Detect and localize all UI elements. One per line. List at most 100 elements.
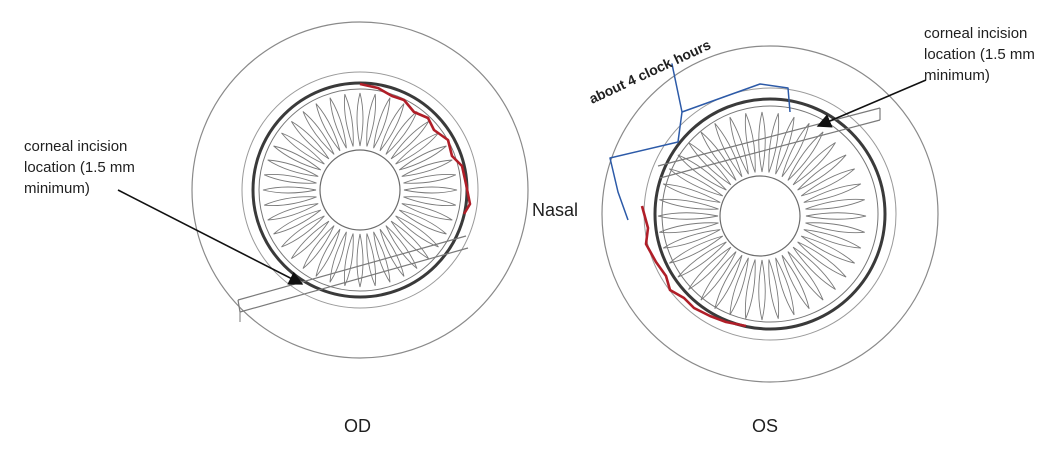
iris-petal — [281, 215, 325, 248]
iris-petal — [291, 220, 330, 259]
od-incision-label: corneal incision location (1.5 mm minimu… — [24, 138, 139, 197]
od-incision-line-3: minimum) — [24, 180, 90, 197]
iris-petal — [657, 212, 719, 220]
iris-petal — [662, 183, 721, 203]
iris-petal — [273, 209, 322, 235]
iris-petal — [677, 154, 727, 191]
os-incision-line-2: location (1.5 mm — [924, 46, 1035, 63]
os-cornea-inner — [661, 105, 879, 323]
iris-petal — [805, 212, 867, 220]
nasal-label: Nasal — [532, 200, 578, 220]
iris-petal — [800, 168, 855, 197]
iris-petal — [366, 94, 377, 147]
iris-petal — [744, 259, 756, 319]
iris-petal — [781, 123, 810, 178]
od-sclera-outer — [191, 21, 529, 359]
iris-petal — [385, 225, 418, 269]
iris-petal — [775, 257, 795, 316]
iris-petal — [677, 241, 727, 278]
eye-os: corneal incision location (1.5 mm minimu… — [601, 25, 1039, 436]
iris-petal — [792, 142, 836, 186]
iris-petal — [688, 246, 732, 290]
iris-petal — [787, 251, 824, 301]
iris-petal — [395, 215, 439, 248]
iris-petal — [356, 92, 364, 147]
iris-petal — [662, 229, 721, 249]
iris-petal — [768, 259, 780, 319]
eye-od: corneal incision location (1.5 mm minimu… — [24, 21, 529, 436]
iris-petal — [379, 103, 405, 152]
od-cornea-inner — [258, 88, 462, 292]
iris-petal — [792, 246, 836, 290]
iris-petal — [356, 233, 364, 288]
iris-petal — [403, 196, 456, 207]
os-iris-pattern — [657, 111, 867, 321]
iris-petal — [315, 103, 341, 152]
od-limbus-ring — [241, 71, 479, 309]
iris-petal — [343, 94, 354, 147]
od-label: OD — [344, 416, 371, 436]
iris-petal — [366, 233, 377, 286]
os-incision-instrument — [657, 107, 881, 179]
iris-petal — [273, 145, 322, 171]
iris-petal — [797, 154, 847, 191]
iris-petal — [700, 251, 737, 301]
iris-petal — [291, 121, 330, 160]
iris-petal — [281, 132, 325, 165]
iris-petal — [758, 111, 766, 173]
iris-petal — [775, 116, 795, 175]
iris-petal — [401, 203, 453, 221]
iris-petal — [264, 173, 317, 184]
iris-petal — [688, 142, 732, 186]
os-cornea-outer — [653, 97, 887, 331]
od-pupil — [319, 149, 401, 231]
os-label: OS — [752, 416, 778, 436]
iris-petal — [329, 231, 347, 283]
od-incision-line-1: corneal incision — [24, 138, 127, 155]
os-pupil — [719, 175, 801, 257]
iris-petal — [373, 97, 391, 149]
iris-petal — [385, 111, 418, 155]
os-incision-line-1: corneal incision — [924, 25, 1027, 42]
od-iris-pattern — [262, 92, 458, 288]
os-sclera-outer — [601, 45, 939, 383]
iris-petal — [805, 222, 865, 234]
iris-petal — [669, 235, 724, 264]
iris-petal — [659, 222, 719, 234]
os-red-incision-arc — [640, 205, 747, 328]
od-incision-arrow — [117, 189, 304, 285]
iris-petal — [267, 203, 319, 221]
os-incision-line-3: minimum) — [924, 67, 990, 84]
iris-petal — [797, 241, 847, 278]
od-red-incision-arc — [359, 82, 472, 215]
iris-petal — [403, 173, 456, 184]
iris-petal — [267, 159, 319, 177]
iris-petal — [758, 259, 766, 321]
iris-petal — [343, 233, 354, 286]
os-incision-label: corneal incision location (1.5 mm minimu… — [924, 25, 1039, 84]
iris-petal — [659, 198, 719, 210]
iris-petal — [401, 159, 453, 177]
iris-petal — [714, 254, 743, 309]
iris-petal — [264, 196, 317, 207]
iris-petal — [669, 168, 724, 197]
os-incision-arrow — [816, 79, 927, 128]
iris-petal — [781, 254, 810, 309]
iris-petal — [302, 225, 335, 269]
iris-petal — [315, 228, 341, 277]
iris-petal — [803, 229, 862, 249]
iris-petal — [787, 131, 824, 181]
iris-petal — [800, 235, 855, 264]
od-incision-line-2: location (1.5 mm — [24, 159, 135, 176]
iris-petal — [714, 123, 743, 178]
iris-petal — [302, 111, 335, 155]
iris-petal — [373, 231, 391, 283]
iris-petal — [390, 220, 429, 259]
iris-petal — [729, 257, 749, 316]
iris-petal — [805, 198, 865, 210]
iris-petal — [390, 121, 429, 160]
iris-petal — [398, 209, 447, 235]
iris-petal — [398, 145, 447, 171]
